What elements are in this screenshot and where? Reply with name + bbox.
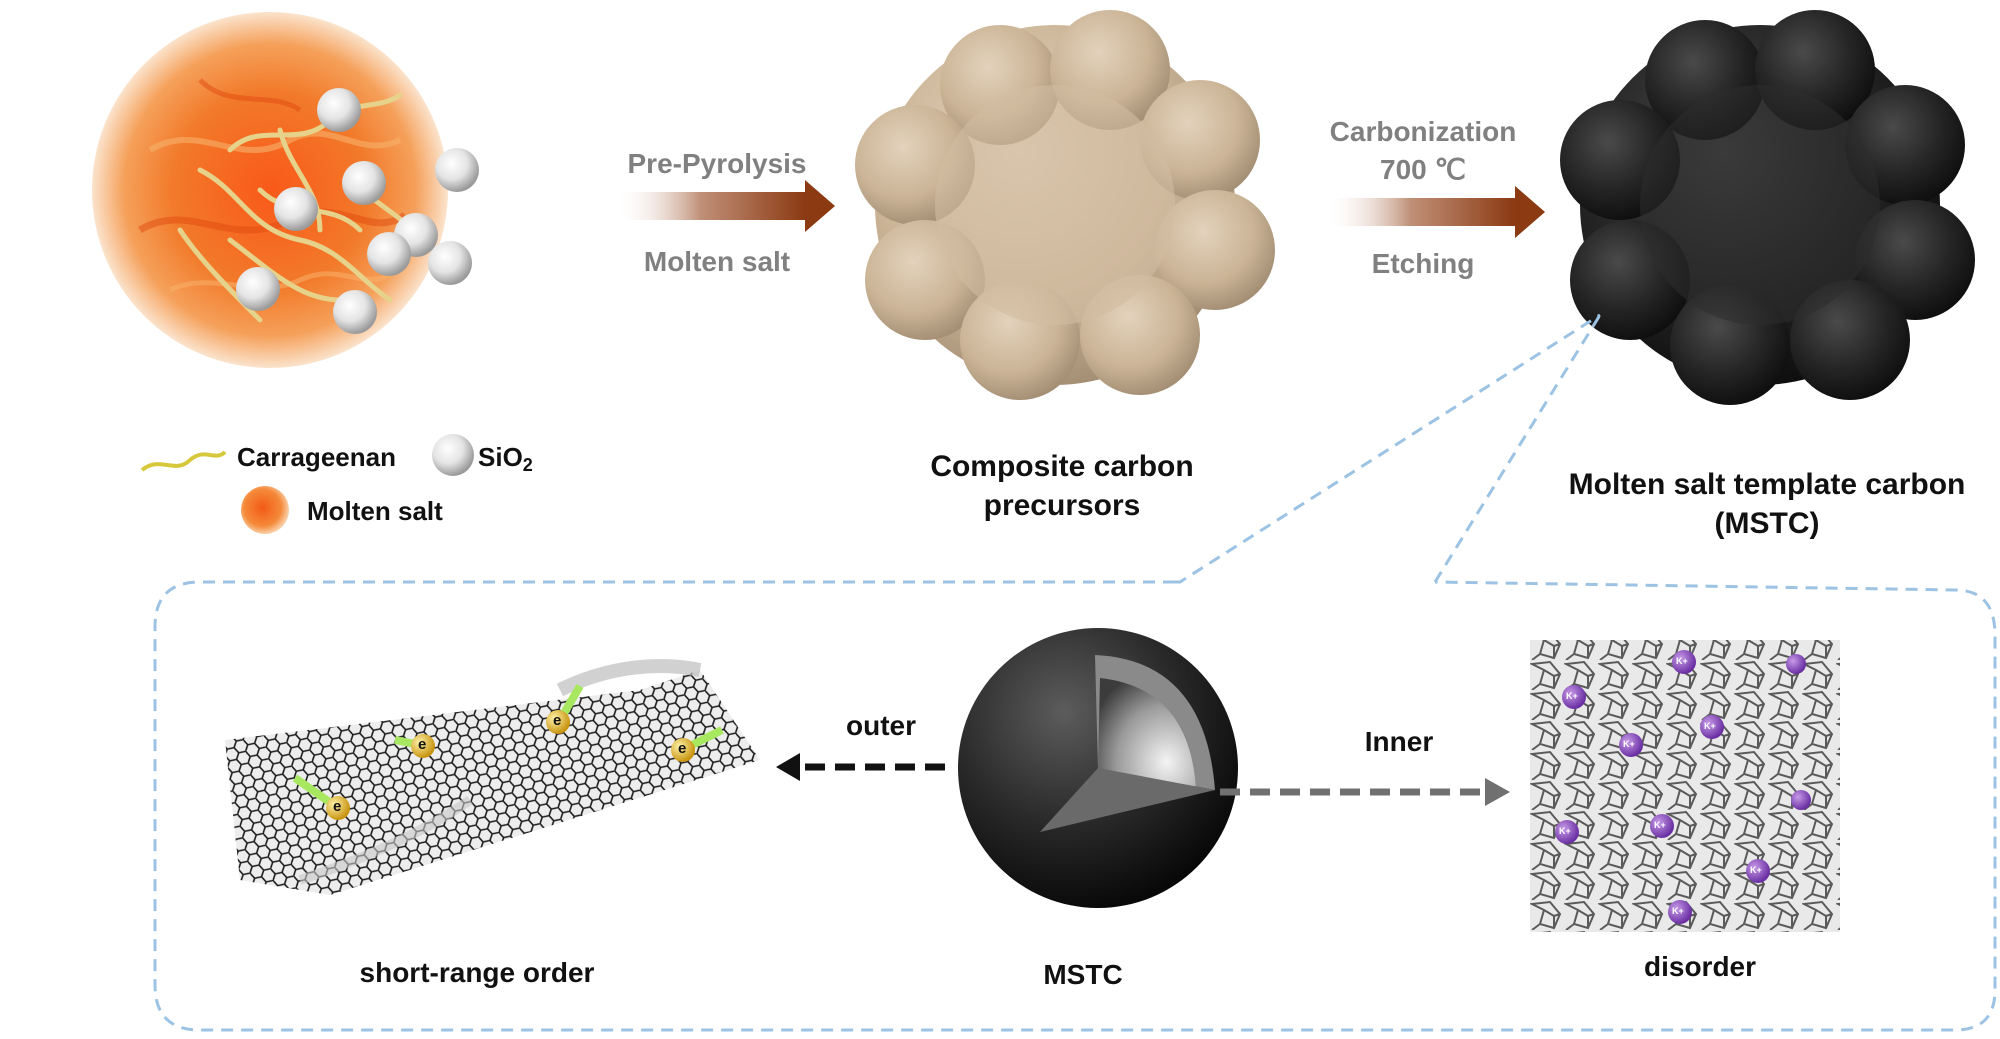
inner-label: Inner xyxy=(1364,726,1434,757)
mstc-detail-label: MSTC xyxy=(1043,959,1123,990)
ion-label-3: K+ xyxy=(1623,739,1635,749)
graphene-sheet xyxy=(225,659,760,895)
molten-salt-legend-icon xyxy=(241,486,289,534)
mstc-particle xyxy=(1560,10,1975,405)
detail-panel-border xyxy=(153,313,1997,1032)
electron-label-1: e xyxy=(333,798,342,815)
step1-top-label: Pre-Pyrolysis xyxy=(627,148,807,179)
precursor-label-line1: Composite carbon xyxy=(930,450,1194,483)
disordered-carbon-network xyxy=(1530,640,1840,932)
legend-molten-salt-label: Molten salt xyxy=(307,496,443,526)
outer-label: outer xyxy=(846,710,916,741)
ion-label-5: K+ xyxy=(1654,820,1666,830)
precursor-label-line2: precursors xyxy=(983,489,1141,522)
electron-markers xyxy=(292,683,724,820)
ion-label-8: K+ xyxy=(1672,906,1684,916)
legend xyxy=(140,434,474,534)
carrageenan-legend-icon xyxy=(140,450,227,472)
arrow-pre-pyrolysis xyxy=(615,180,835,232)
step1-bottom-label: Molten salt xyxy=(643,246,791,277)
step2-top-label-line2: 700 ℃ xyxy=(1380,154,1466,185)
molten-salt-sphere xyxy=(92,12,479,368)
electron-label-2: e xyxy=(418,736,427,753)
ion-label-6: K+ xyxy=(1559,826,1571,836)
legend-sio2-label: SiO2 xyxy=(478,442,533,475)
sio2-legend-icon xyxy=(432,434,474,476)
legend-carrageenan-label: Carrageenan xyxy=(237,442,396,472)
precursor-particle xyxy=(855,10,1275,400)
electron-label-4: e xyxy=(678,740,687,757)
arrow-carbonization xyxy=(1325,186,1545,238)
electron-label-3: e xyxy=(553,712,562,729)
sio2-particles xyxy=(236,88,479,334)
ion-label-1: K+ xyxy=(1676,656,1688,666)
mstc-label-line1: Molten salt template carbon xyxy=(1568,468,1966,501)
ion-label-4: K+ xyxy=(1704,721,1716,731)
disorder-label: disorder xyxy=(1643,951,1757,982)
outer-arrow xyxy=(776,753,945,781)
mstc-cutaway-sphere xyxy=(958,628,1238,908)
inner-arrow xyxy=(1220,778,1510,806)
step2-bottom-label: Etching xyxy=(1371,248,1475,279)
ion-label-7: K+ xyxy=(1750,865,1762,875)
step2-top-label-line1: Carbonization xyxy=(1329,116,1517,147)
potassium-ions xyxy=(1555,650,1811,924)
ion-label-2: K+ xyxy=(1566,691,1578,701)
short-range-order-label: short-range order xyxy=(359,957,595,988)
mstc-label-line2: (MSTC) xyxy=(1714,507,1820,540)
